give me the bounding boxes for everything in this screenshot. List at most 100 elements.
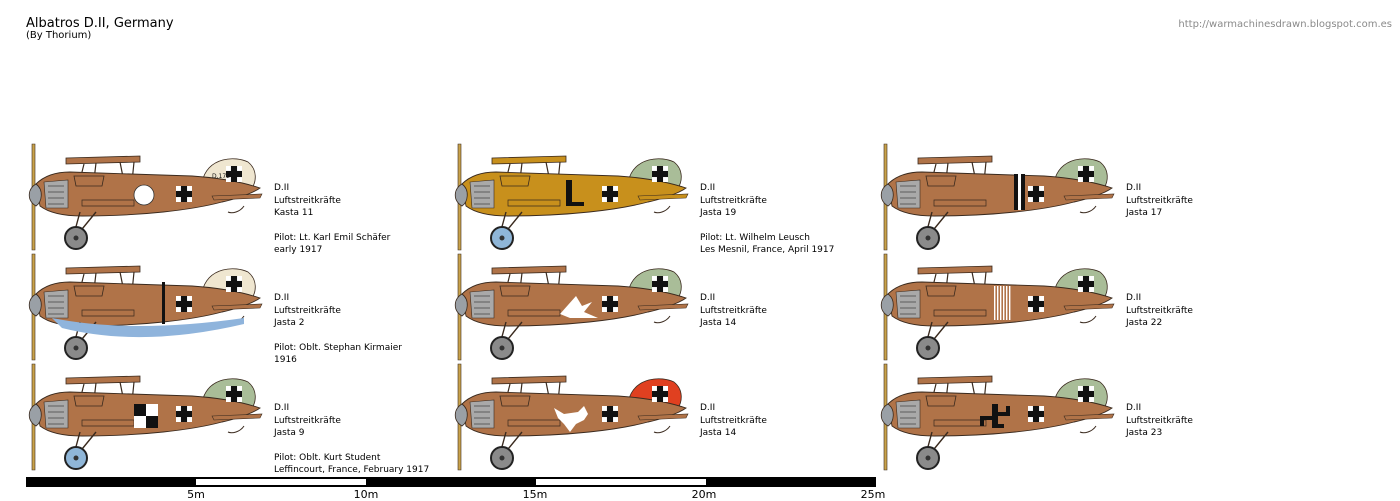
caption-unit: Jasta 14 [700,318,737,328]
caption-note: Leffincourt, France, February 1917 [274,465,430,475]
caption-unit: Jasta 23 [1126,428,1163,438]
caption-type: D.II [274,183,290,193]
caption-service: Luftstreitkräfte [274,415,341,426]
lower-wing [933,419,987,427]
caption-pilot: Pilot: Oblt. Kurt Student [274,452,381,463]
iron-cross-icon [176,296,192,312]
iron-cross-icon [652,166,668,182]
caption-unit: Jasta 2 [274,318,305,328]
iron-cross-icon [226,166,242,182]
caption-service: Luftstreitkräfte [700,415,767,426]
lower-wing [81,309,135,317]
bull-emblem-marking [554,406,588,432]
caption-unit: Jasta 17 [1126,208,1163,218]
upper-wing [917,155,993,165]
lower-wing [933,309,987,317]
lower-wing [81,419,135,427]
caption-type: D.II [1126,403,1142,413]
iron-cross-icon [1028,186,1044,202]
iron-cross-icon [226,386,242,402]
aircraft-profile [448,362,693,472]
scale-tick-label: 10m [353,488,379,501]
iron-cross-icon [602,296,618,312]
caption-pilot: Pilot: Lt. Karl Emil Schäfer [274,232,391,243]
upper-wing [491,265,567,275]
checker-marking [134,404,158,428]
aircraft-profile [22,252,267,362]
lower-wing [507,419,561,427]
bird-emblem-marking [560,296,598,318]
caption-note: Les Mesnil, France, April 1917 [700,245,835,255]
iron-cross-icon [176,186,192,202]
iron-cross-icon [1078,166,1094,182]
upper-wing [491,375,567,385]
upper-wing [917,375,993,385]
scale-segment [196,477,366,487]
blue-underside-marking [52,282,244,338]
iron-cross-icon [652,276,668,292]
scale-tick-label: 15m [522,488,548,501]
white-disc-marking [133,184,155,206]
fuselage-band-marking [1014,174,1025,210]
caption-service: Luftstreitkräfte [1126,195,1193,206]
caption-type: D.II [274,293,290,303]
iron-cross-icon [176,406,192,422]
caption-unit: Jasta 22 [1126,318,1163,328]
serial-number: D.1724 [212,173,234,180]
aircraft-profile [448,142,693,252]
iron-cross-icon [1028,406,1044,422]
spinner-icon [454,403,468,427]
lower-wing [507,199,561,207]
page-title: Albatros D.II, Germany [26,16,174,31]
upper-wing [65,265,141,275]
caption-pilot: Pilot: Oblt. Stephan Kirmaier [274,342,402,353]
caption-service: Luftstreitkräfte [274,195,341,206]
caption-pilot: Pilot: Lt. Wilhelm Leusch [700,232,810,243]
swastika-marking [980,404,1010,428]
caption-service: Luftstreitkräfte [700,305,767,316]
caption-unit: Jasta 19 [700,208,737,218]
iron-cross-icon [1078,386,1094,402]
upper-wing [917,265,993,275]
caption-note: 1916 [274,355,297,365]
author-credit: (By Thorium) [26,30,92,41]
scale-segment [706,477,876,487]
fuselage-stripes-marking [994,286,1011,320]
aircraft-profile [22,362,267,472]
lower-wing [81,199,135,207]
aircraft-profile [448,252,693,362]
upper-wing [65,375,141,385]
iron-cross-icon [652,386,668,402]
aircraft-profile [874,252,1119,362]
spinner-icon [880,403,894,427]
spinner-icon [28,183,42,207]
letter-l-marking [566,180,584,206]
aircraft-profile [874,142,1119,252]
lower-wing [933,199,987,207]
spinner-icon [454,183,468,207]
caption-service: Luftstreitkräfte [1126,415,1193,426]
spinner-icon [880,293,894,317]
caption-unit: Jasta 9 [274,428,305,438]
caption-service: Luftstreitkräfte [1126,305,1193,316]
caption-type: D.II [700,183,716,193]
upper-wing [65,155,141,165]
scale-bar [26,477,876,487]
scale-tick-label: 5m [187,488,205,501]
scale-tick-label: 20m [691,488,717,501]
scale-segment [366,477,536,487]
caption-type: D.II [700,403,716,413]
spinner-icon [880,183,894,207]
scale-tick-label: 25m [860,488,886,501]
caption-unit: Jasta 14 [700,428,737,438]
caption-service: Luftstreitkräfte [274,305,341,316]
aircraft-profile [874,362,1119,472]
